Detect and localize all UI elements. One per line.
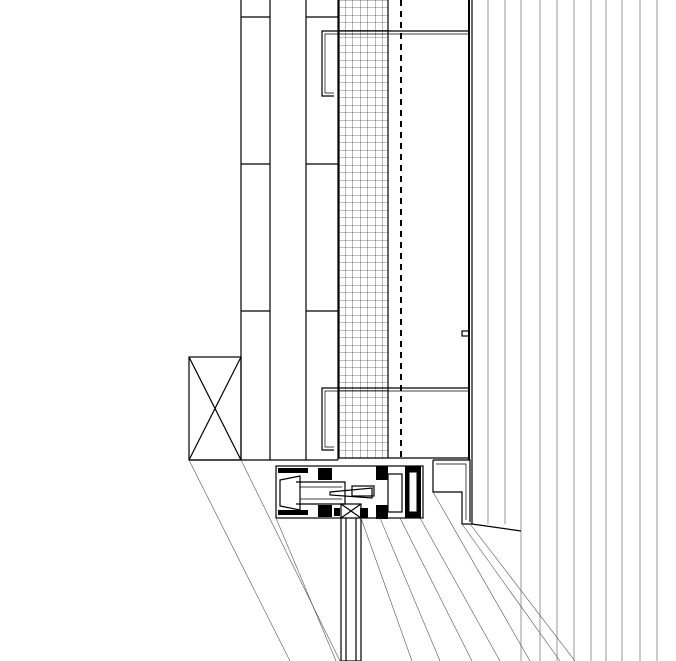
soffit-perspective-lines <box>188 460 576 661</box>
window-frame-profile <box>275 465 424 519</box>
mullion <box>340 503 362 661</box>
sill-flashing <box>432 459 472 525</box>
wall-brackets <box>321 0 470 460</box>
mesh-layer <box>338 0 389 458</box>
interior-siding <box>471 0 658 661</box>
cladding-panels <box>240 0 339 460</box>
insulation-block <box>188 356 338 461</box>
